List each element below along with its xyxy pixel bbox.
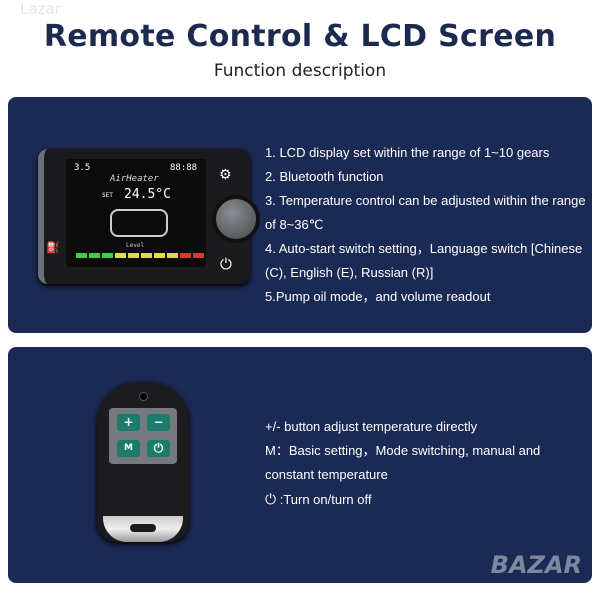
lcd-feature-list: 1. LCD display set within the range of 1… xyxy=(265,141,590,309)
watermark: Lazar xyxy=(20,0,61,18)
lcd-screen: 3.5 AirHeater 88:88 SET 24.5°C Level xyxy=(66,159,206,267)
remote-control-image: + − M ⏻ xyxy=(97,382,189,542)
feature-item: 2. Bluetooth function xyxy=(265,169,384,184)
keyring-slot xyxy=(130,524,156,532)
bazar-logo: BAZAR xyxy=(490,551,582,579)
power-icon: ⏻ xyxy=(220,255,232,273)
feature-item: 5.Pump oil mode，and volume readout xyxy=(265,289,491,304)
page-title: Remote Control & LCD Screen xyxy=(43,19,557,54)
mode-button: M xyxy=(117,440,140,457)
rotary-knob xyxy=(212,195,260,243)
led-indicator xyxy=(139,392,148,401)
fuel-pump-icon: ⛽ xyxy=(46,241,60,254)
remote-feature-list: +/- button adjust temperature directly M… xyxy=(265,415,585,512)
plus-button: + xyxy=(117,414,140,431)
feature-item: 3. Temperature control can be adjusted w… xyxy=(265,193,586,232)
lcd-controller-image: 3.5 AirHeater 88:88 SET 24.5°C Level ⛽ ⚙… xyxy=(38,149,260,284)
level-bar xyxy=(76,253,204,258)
feature-item: 4. Auto-start switch setting，Language sw… xyxy=(265,241,583,280)
lcd-brand: AirHeater xyxy=(110,174,159,184)
lcd-level-label: Level xyxy=(126,242,145,249)
feature-item: +/- button adjust temperature directly xyxy=(265,419,478,434)
feature-item: ⏻ :Turn on/turn off xyxy=(265,487,585,512)
lcd-clock: 88:88 xyxy=(170,163,198,173)
feature-text: :Turn on/turn off xyxy=(279,492,372,507)
power-button: ⏻ xyxy=(147,440,170,457)
remote-panel: + − M ⏻ +/- button adjust temperature di… xyxy=(8,347,592,583)
remote-chrome-end xyxy=(103,516,183,542)
remote-button-pad: + − M ⏻ xyxy=(109,408,177,464)
lcd-set-label: SET xyxy=(102,192,113,199)
power-icon: ⏻ xyxy=(265,491,277,507)
gear-icon: ⚙ xyxy=(219,167,232,183)
lcd-panel: 3.5 AirHeater 88:88 SET 24.5°C Level ⛽ ⚙… xyxy=(8,97,592,333)
feature-item: 1. LCD display set within the range of 1… xyxy=(265,145,550,160)
minus-button: − xyxy=(147,414,170,431)
heater-icon xyxy=(110,209,168,237)
lcd-distance: 3.5 xyxy=(74,163,91,173)
lcd-temperature: 24.5°C xyxy=(124,187,171,202)
feature-item: M：Basic setting，Mode switching, manual a… xyxy=(265,443,541,482)
page-subtitle: Function description xyxy=(213,61,387,81)
